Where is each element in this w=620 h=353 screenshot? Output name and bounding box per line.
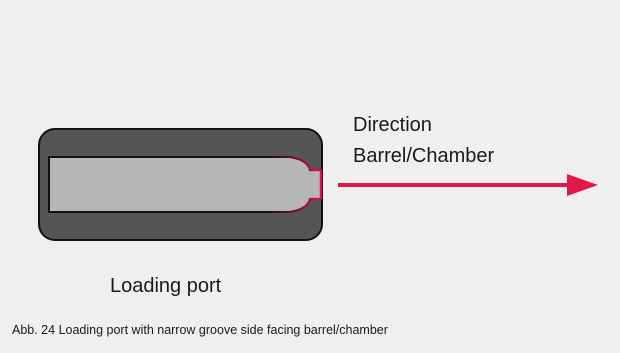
loading-port-label: Loading port <box>110 275 222 297</box>
narrow-groove-top <box>268 155 321 172</box>
loading-port-bore <box>48 156 322 213</box>
direction-label-line1: Direction <box>353 114 432 136</box>
direction-label-line2: Barrel/Chamber <box>353 145 495 167</box>
narrow-groove-bottom <box>268 197 321 214</box>
direction-arrow-head <box>567 174 598 196</box>
figure-caption: Abb. 24 Loading port with narrow groove … <box>12 323 388 337</box>
